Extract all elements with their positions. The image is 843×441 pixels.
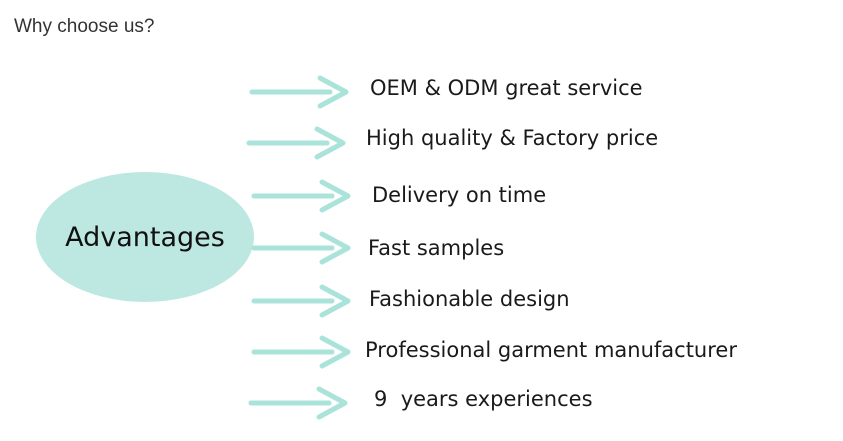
arrow-right-icon	[251, 284, 351, 318]
arrow-right-icon	[249, 75, 349, 109]
advantage-item: Fast samples	[368, 236, 505, 260]
advantage-item: Fashionable design	[369, 287, 570, 311]
advantage-item: High quality & Factory price	[366, 126, 659, 150]
advantage-item: OEM & ODM great service	[370, 76, 643, 100]
arrow-right-icon	[251, 179, 351, 213]
advantage-item: Professional garment manufacturer	[365, 338, 737, 362]
advantages-label: Advantages	[65, 221, 225, 253]
arrow-right-icon	[248, 386, 348, 420]
page-heading: Why choose us?	[14, 16, 155, 37]
arrow-right-icon	[246, 126, 346, 160]
advantages-ellipse	[36, 172, 254, 302]
arrow-right-icon	[251, 231, 351, 265]
advantage-item: 9 years experiences	[374, 387, 593, 411]
advantage-item: Delivery on time	[372, 183, 547, 207]
arrow-right-icon	[251, 335, 351, 369]
